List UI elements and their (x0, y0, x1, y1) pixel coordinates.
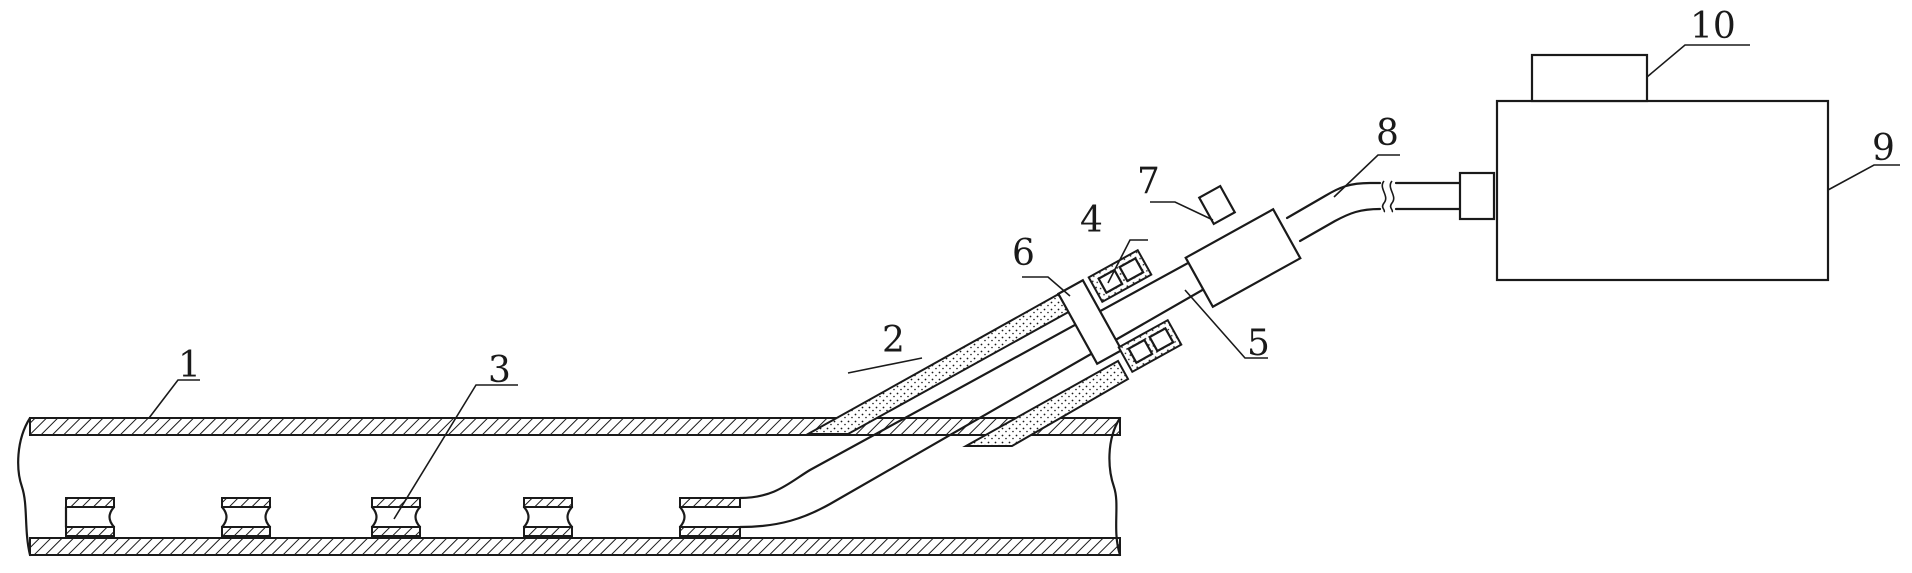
clamp-upper (1087, 248, 1153, 304)
valve (1184, 184, 1302, 309)
clamp-lower (1117, 318, 1183, 374)
machine-top-unit (1530, 53, 1649, 103)
machine-inlet (1458, 171, 1496, 221)
label-10: 10 (1690, 6, 1736, 47)
hose-8 (1285, 171, 1496, 243)
inner-segment (64, 497, 116, 537)
pipe-right-break (1108, 416, 1122, 557)
inner-segment (220, 497, 272, 537)
label-2: 2 (882, 320, 905, 361)
inner-segment (370, 497, 422, 537)
break-mark (1381, 180, 1387, 213)
inner-segment-with-hose (678, 497, 741, 537)
leader-lines (148, 44, 1900, 520)
machine-body (1495, 99, 1830, 282)
inner-segments (64, 497, 741, 537)
valve-body (1184, 207, 1302, 309)
label-6: 6 (1012, 233, 1035, 274)
hose (738, 249, 1227, 529)
inclined-sleeve (804, 279, 1130, 447)
pipe-bottom-wall (29, 537, 1121, 556)
label-1: 1 (178, 345, 201, 386)
label-4: 4 (1080, 200, 1103, 241)
valve-stem (1197, 184, 1237, 226)
coupling-assembly (1056, 248, 1183, 374)
flange-plate (1056, 278, 1124, 366)
label-9: 9 (1872, 128, 1895, 169)
label-3: 3 (488, 350, 511, 391)
sleeve-lower-wall (962, 359, 1130, 447)
inner-segment (522, 497, 574, 537)
label-8: 8 (1376, 113, 1399, 154)
label-5: 5 (1247, 323, 1270, 364)
label-7: 7 (1137, 161, 1160, 202)
pipe-left-break (17, 416, 32, 557)
